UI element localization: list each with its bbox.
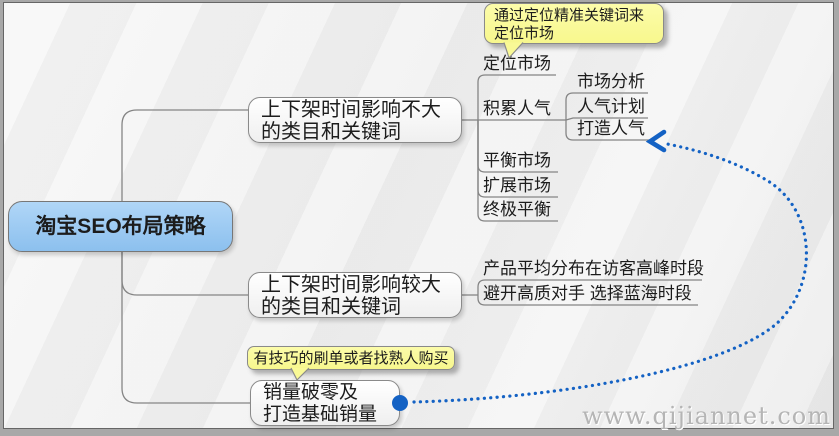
watermark: www.qijiannet.com [582,402,831,430]
callout-precise-keywords[interactable]: 通过定位精准关键词来 定位市场 [484,3,664,44]
main-topic-line1: 上下架时间影响较大 [261,274,441,296]
callout-line2: 定位市场 [494,25,555,42]
main-topic-break-zero-sales[interactable]: 销量破零及 打造基础销量 [250,380,400,426]
main-topic-line2: 的类目和关键词 [261,121,401,143]
root-topic[interactable]: 淘宝SEO布局策略 [8,201,233,252]
main-topic-line2: 的类目和关键词 [261,296,401,318]
main-topic-line1: 上下架时间影响不大 [261,99,441,121]
callout-line1: 通过定位精准关键词来 [494,7,645,24]
subtopic-expand-market[interactable]: 扩展市场 [483,176,551,195]
subtopic-position-market[interactable]: 定位市场 [483,54,551,73]
subtopic-market-analysis[interactable]: 市场分析 [577,72,645,91]
subtopic-accumulate-popularity[interactable]: 积累人气 [483,99,551,118]
subtopic-build-popularity[interactable]: 打造人气 [577,119,645,138]
subtopic-avoid-rivals-blue-ocean[interactable]: 避开高质对手 选择蓝海时段 [483,284,692,303]
subtopic-balance-market[interactable]: 平衡市场 [483,151,551,170]
subtopic-ultimate-balance[interactable]: 终极平衡 [483,200,551,219]
main-topic-line1: 销量破零及 [263,382,359,403]
subtopic-popularity-plan[interactable]: 人气计划 [577,97,645,116]
main-topic-stable-listing-time[interactable]: 上下架时间影响不大 的类目和关键词 [248,97,462,143]
subtopic-distribute-peak-hours[interactable]: 产品平均分布在访客高峰时段 [483,259,704,278]
main-topic-line2: 打造基础销量 [263,404,378,425]
callout-brush-orders[interactable]: 有技巧的刷单或者找熟人购买 [247,346,455,370]
main-topic-sensitive-listing-time[interactable]: 上下架时间影响较大 的类目和关键词 [248,272,462,318]
